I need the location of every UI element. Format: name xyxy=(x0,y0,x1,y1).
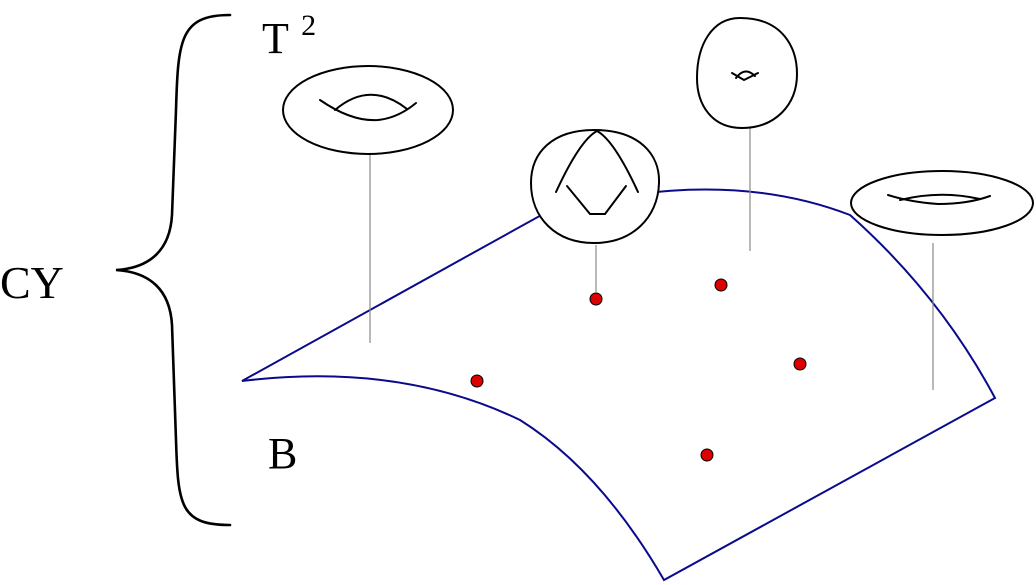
torus-1-outline xyxy=(282,65,454,155)
singular-point-2 xyxy=(714,278,728,292)
singular-point-1 xyxy=(589,292,603,306)
singular-point-3 xyxy=(470,374,484,388)
torus-fiber-2 xyxy=(529,128,661,245)
singular-point-5 xyxy=(700,448,714,462)
base-surface-outline xyxy=(241,188,997,582)
torus-3-hole-upper xyxy=(735,70,756,79)
torus-1-hole-upper xyxy=(334,93,408,111)
t2-superscript: 2 xyxy=(301,9,316,42)
torus-4-hole-upper xyxy=(899,193,981,201)
t2-base-letter: T xyxy=(262,14,289,63)
torus-1-hole-lower xyxy=(319,99,417,122)
torus-2-hole-upper xyxy=(555,129,639,193)
torus-2-hole-lower xyxy=(566,185,627,215)
t2-label: T 2 xyxy=(262,9,316,63)
torus-fiber-1 xyxy=(282,65,454,155)
torus-fiber-3 xyxy=(695,16,799,130)
singular-point-4 xyxy=(793,357,807,371)
torus-2-outline xyxy=(529,128,661,245)
cy-label: CY xyxy=(0,257,64,308)
torus-fiber-4 xyxy=(850,170,1034,236)
b-label: B xyxy=(268,429,297,478)
left-curly-brace xyxy=(115,13,232,527)
torus-3-outline xyxy=(695,16,799,130)
